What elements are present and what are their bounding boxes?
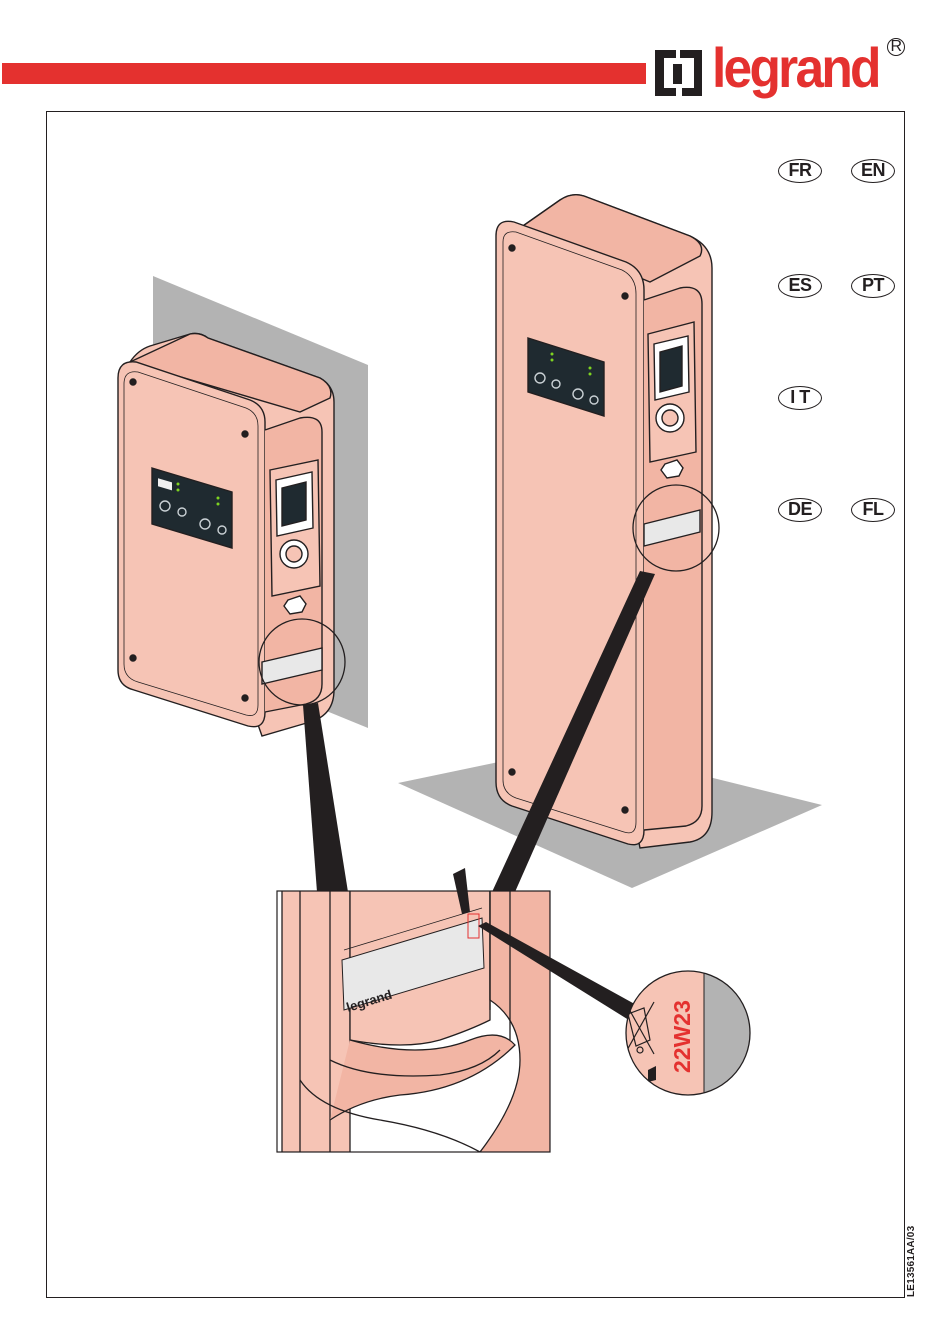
zoom-detail-box: legrand <box>277 868 550 1152</box>
callout-wedge-wall <box>303 703 348 892</box>
date-code-text: 22W23 <box>669 1000 695 1073</box>
document-code: LE13561AA/03 <box>906 1226 917 1297</box>
date-code-magnifier: 22W23 <box>620 960 764 1100</box>
pedestal-charger <box>496 195 712 848</box>
wall-charger <box>118 334 334 737</box>
